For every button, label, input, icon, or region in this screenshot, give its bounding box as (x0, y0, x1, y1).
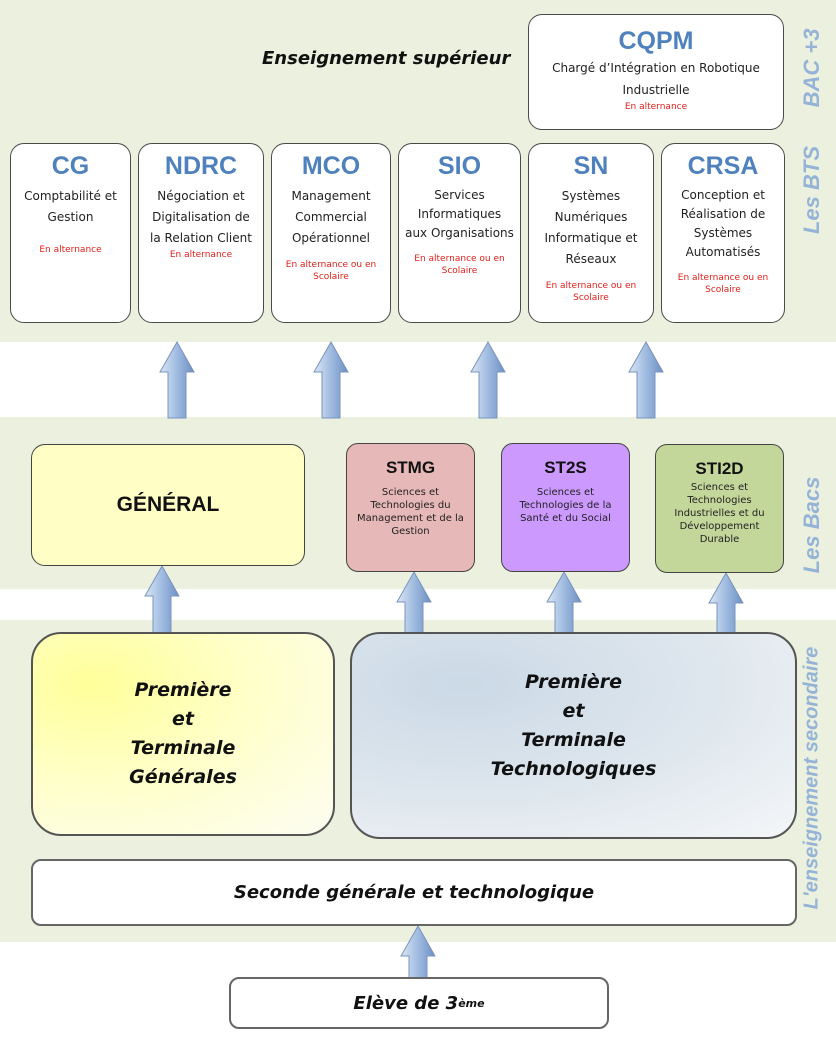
bac-sti2d-title: STI2D (695, 459, 744, 478)
bts-desc: Services Informatiques aux Organisations (405, 188, 514, 240)
bts-desc: Négociation et Digitalisation de la Rela… (150, 189, 252, 245)
section-label-bacs: Les Bacs (799, 476, 824, 574)
bts-code: SN (573, 152, 609, 180)
cqpm-mode: En alternance (624, 102, 688, 112)
bac-st2s-title: ST2S (544, 458, 587, 477)
up-arrow-icon (159, 340, 195, 419)
up-arrow-icon (313, 340, 349, 419)
bts-code: NDRC (164, 152, 238, 180)
cqpm-box: CQPM Chargé d’Intégration en Robotique I… (528, 14, 784, 130)
superieur-title: Enseignement supérieur (262, 48, 511, 69)
bts-box-ndrc: NDRC Négociation et Digitalisation de la… (138, 143, 264, 323)
bac-sti2d-desc: Sciences et Technologies Industrielles e… (674, 482, 765, 545)
eleve-text: Elève de 3 (353, 992, 459, 1014)
bts-box-cg: CG Comptabilité et Gestion En alternance (10, 143, 131, 323)
cqpm-code: CQPM (618, 27, 694, 55)
bac-sti2d-box: STI2D Sciences et Technologies Industrie… (655, 444, 784, 573)
up-arrow-icon (628, 340, 664, 419)
bts-desc: Conception et Réalisation de Systèmes Au… (680, 188, 766, 259)
bac-st2s-box: ST2S Sciences et Technologies de la Sant… (501, 443, 630, 572)
bts-mode: En alternance ou en Scolaire (285, 260, 377, 282)
premiere-technologiques-text: Première et Terminale Technologiques (490, 670, 657, 780)
bac-general-box: GÉNÉRAL (31, 444, 305, 566)
bts-code: MCO (301, 152, 361, 180)
bac-st2s-desc: Sciences et Technologies de la Santé et … (519, 487, 612, 524)
arrows (144, 340, 744, 979)
bts-mode: En alternance ou en Scolaire (414, 254, 505, 276)
bts-mode: En alternance (169, 250, 233, 260)
bts-desc: Management Commercial Opérationnel (291, 189, 371, 245)
seconde-box: Seconde générale et technologique (31, 859, 797, 926)
section-label-bts: Les BTS (799, 145, 824, 235)
up-arrow-icon (144, 564, 180, 634)
bts-box-sn: SN Systèmes Numériques Informatique et R… (528, 143, 654, 323)
bts-mode: En alternance ou en Scolaire (545, 281, 637, 303)
section-label-secondaire: L'enseignement secondaire (800, 646, 823, 910)
up-arrow-icon (400, 924, 436, 979)
bts-mode: En alternance (39, 245, 102, 255)
up-arrow-icon (546, 570, 582, 634)
eleve-sup: ème (458, 996, 485, 1010)
bac-general-title: GÉNÉRAL (116, 493, 220, 516)
bts-box-sio: SIO Services Informatiques aux Organisat… (398, 143, 521, 323)
bts-desc: Systèmes Numériques Informatique et Rése… (544, 189, 638, 266)
bts-code: CG (51, 152, 90, 180)
cqpm-desc: Chargé d’Intégration en Robotique Indust… (552, 61, 760, 97)
bts-code: CRSA (687, 152, 759, 180)
section-label-bac3: BAC +3 (799, 28, 824, 108)
up-arrow-icon (470, 340, 506, 419)
bac-stmg-box: STMG Sciences et Technologies du Managem… (346, 443, 475, 572)
bac-stmg-title: STMG (385, 458, 436, 477)
premiere-generales-box: Première et Terminale Générales (31, 632, 335, 836)
bts-mode: En alternance ou en Scolaire (677, 273, 769, 295)
premiere-technologiques-box: Première et Terminale Technologiques (350, 632, 797, 839)
bts-box-crsa: CRSA Conception et Réalisation de Systèm… (661, 143, 785, 323)
up-arrow-icon (396, 570, 432, 634)
bts-box-mco: MCO Management Commercial Opérationnel E… (271, 143, 391, 323)
up-arrow-icon (708, 571, 744, 634)
bts-desc: Comptabilité et Gestion (24, 189, 117, 224)
bts-code: SIO (437, 152, 482, 180)
bac-stmg-desc: Sciences et Technologies du Management e… (357, 487, 464, 537)
premiere-generales-text: Première et Terminale Générales (129, 679, 237, 788)
